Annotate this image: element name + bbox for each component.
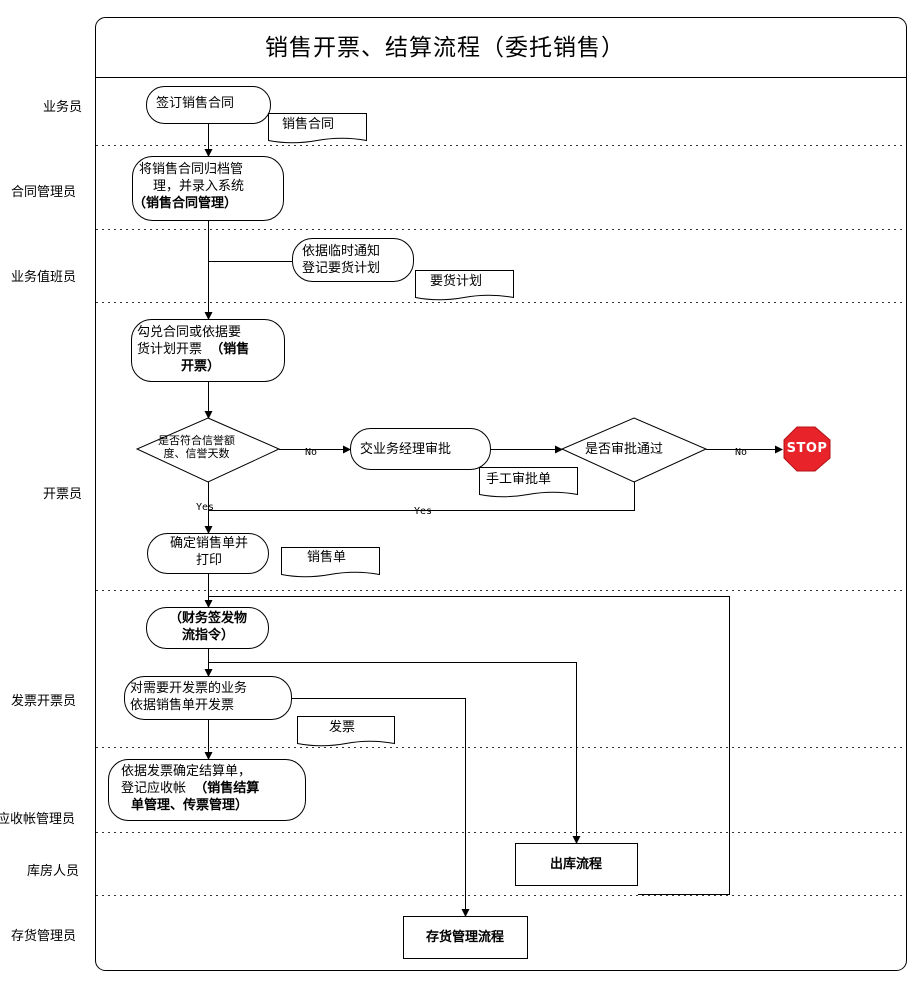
lane-label-ar-admin: 应收帐管理员 <box>0 812 76 827</box>
plan-doc-text: 要货计划 <box>430 274 483 289</box>
invoice-text: 勾兑合同或依据要 货计划开票 （销售 开票） <box>137 324 249 375</box>
notice-line-1: 依据临时通知 <box>302 244 381 259</box>
contract-doc-shape <box>268 113 367 144</box>
manual-doc-shape <box>479 467 578 498</box>
diagram-title: 销售开票、结算流程（委托销售） <box>265 35 625 61</box>
issue-invoice-text: 对需要开发票的业务 依据销售单开发票 <box>130 680 247 714</box>
manual-doc-text: 手工审批单 <box>486 472 552 487</box>
archive-line-2: 理，并录入系统 <box>153 179 245 194</box>
sign-contract-box <box>146 86 271 124</box>
edge-label-no-1: No <box>305 447 318 458</box>
lane-label-duty-officer: 业务值班员 <box>11 270 77 285</box>
invoice-line-1: 勾兑合同或依据要 <box>137 325 242 340</box>
lane-label-salesperson: 业务员 <box>43 100 83 115</box>
lane-label-warehouse: 库房人员 <box>27 864 80 879</box>
plan-doc-shape <box>415 270 514 301</box>
credit-check-line-2: 度、信誉天数 <box>163 447 230 460</box>
invoice-doc-text: 发票 <box>329 720 356 735</box>
manager-approve-text: 交业务经理审批 <box>360 442 452 457</box>
inventory-text: 存货管理流程 <box>425 930 504 945</box>
issue-line-1: 对需要开发票的业务 <box>130 681 248 696</box>
invoice-line-2: 货计划开票 <box>137 342 203 357</box>
edge-label-no-2: No <box>735 447 748 458</box>
finance-text: （财务签发物 流指令） <box>150 610 266 644</box>
finance-line-2: 流指令） <box>181 628 234 643</box>
settlement-line-2b: （销售结算 <box>194 781 260 796</box>
edge-label-yes-1: Yes <box>196 502 215 513</box>
archive-contract-text: 将销售合同归档管 理，并录入系统 （销售合同管理） <box>133 161 245 212</box>
settlement-line-1: 依据发票确定结算单， <box>121 764 252 779</box>
approved-question-text: 是否审批通过 <box>585 442 664 457</box>
sign-contract-text: 签订销售合同 <box>156 96 235 111</box>
settlement-line-2: 登记应收帐 <box>121 781 187 796</box>
notice-line-2: 登记要货计划 <box>302 261 381 276</box>
notice-plan-box <box>292 238 414 282</box>
inventory-box <box>403 916 528 959</box>
edge-label-yes-2: Yes <box>414 506 433 517</box>
archive-line-3: （销售合同管理） <box>133 196 238 211</box>
connectors <box>204 124 783 917</box>
confirm-line-1: 确定销售单并 <box>169 536 248 551</box>
credit-check-text: 是否符合信誉额 度、信誉天数 <box>158 434 235 460</box>
lane-label-invoicer: 开票员 <box>43 487 83 502</box>
outer-frame <box>95 17 907 971</box>
lane-label-invoice-issuer: 发票开票员 <box>11 694 77 709</box>
invoice-line-3: 开票） <box>181 359 221 374</box>
settlement-text: 依据发票确定结算单， 登记应收帐 （销售结算 单管理、传票管理） <box>121 763 259 814</box>
issue-line-2: 依据销售单开发票 <box>130 698 235 713</box>
credit-check-line-1: 是否符合信誉额 <box>158 434 235 447</box>
settlement-line-3: 单管理、传票管理） <box>131 798 249 813</box>
contract-doc-text: 销售合同 <box>282 117 335 132</box>
confirm-line-2: 打印 <box>195 553 222 568</box>
sales-doc-shape <box>281 547 380 578</box>
lane-label-contract-admin: 合同管理员 <box>11 185 77 200</box>
notice-plan-text: 依据临时通知 登记要货计划 <box>302 243 380 277</box>
outbound-box <box>515 843 638 886</box>
lane-label-inventory-admin: 存货管理员 <box>11 929 77 944</box>
archive-line-1: 将销售合同归档管 <box>139 162 244 177</box>
invoice-doc-shape <box>297 716 395 747</box>
outbound-text: 出库流程 <box>549 857 602 872</box>
stop-label: STOP <box>786 441 828 456</box>
sales-doc-text: 销售单 <box>307 550 347 565</box>
finance-line-1: （财务签发物 <box>168 611 247 626</box>
stop-sign-icon <box>783 426 831 472</box>
confirm-sales-text: 确定销售单并 打印 <box>157 535 261 569</box>
invoice-line-2b: （销售 <box>210 342 250 357</box>
